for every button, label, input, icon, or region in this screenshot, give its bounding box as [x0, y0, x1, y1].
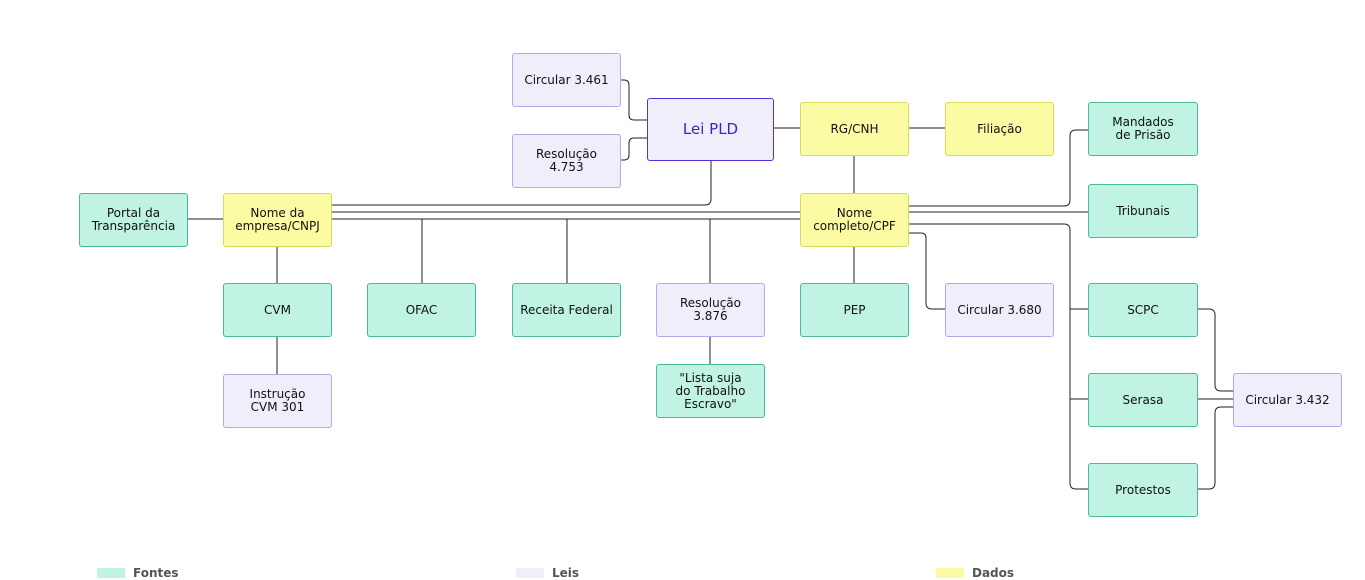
legend-fontes-swatch [97, 568, 125, 578]
receita-federal-node: Receita Federal [512, 283, 621, 337]
lista-suja-node: "Lista suja do Trabalho Escravo" [656, 364, 765, 418]
portal-transparencia-node: Portal da Transparência [79, 193, 188, 247]
circular-3461-node: Circular 3.461 [512, 53, 621, 107]
pep-node: PEP [800, 283, 909, 337]
legend-leis-swatch [516, 568, 544, 578]
serasa-node: Serasa [1088, 373, 1198, 427]
filiacao-node: Filiação [945, 102, 1054, 156]
nome-empresa-node: Nome da empresa/CNPJ [223, 193, 332, 247]
scpc-node: SCPC [1088, 283, 1198, 337]
circular-3432-node: Circular 3.432 [1233, 373, 1342, 427]
legend-dados: Dados [936, 566, 1014, 580]
legend-fontes: Fontes [97, 566, 179, 580]
ofac-node: OFAC [367, 283, 476, 337]
legend-leis: Leis [516, 566, 579, 580]
legend-dados-swatch [936, 568, 964, 578]
legend-fontes-label: Fontes [133, 566, 179, 580]
lei-pld-node: Lei PLD [647, 98, 774, 161]
legend-leis-label: Leis [552, 566, 580, 580]
instrucao-cvm-node: Instrução CVM 301 [223, 374, 332, 428]
tribunais-node: Tribunais [1088, 184, 1198, 238]
resolucao-3876-node: Resolução 3.876 [656, 283, 765, 337]
protestos-node: Protestos [1088, 463, 1198, 517]
legend-dados-label: Dados [972, 566, 1015, 580]
cvm-node: CVM [223, 283, 332, 337]
nome-completo-node: Nome completo/CPF [800, 193, 909, 247]
circular-3680-node: Circular 3.680 [945, 283, 1054, 337]
rg-cnh-node: RG/CNH [800, 102, 909, 156]
resolucao-4753-node: Resolução 4.753 [512, 134, 621, 188]
mandados-prisao-node: Mandados de Prisão [1088, 102, 1198, 156]
